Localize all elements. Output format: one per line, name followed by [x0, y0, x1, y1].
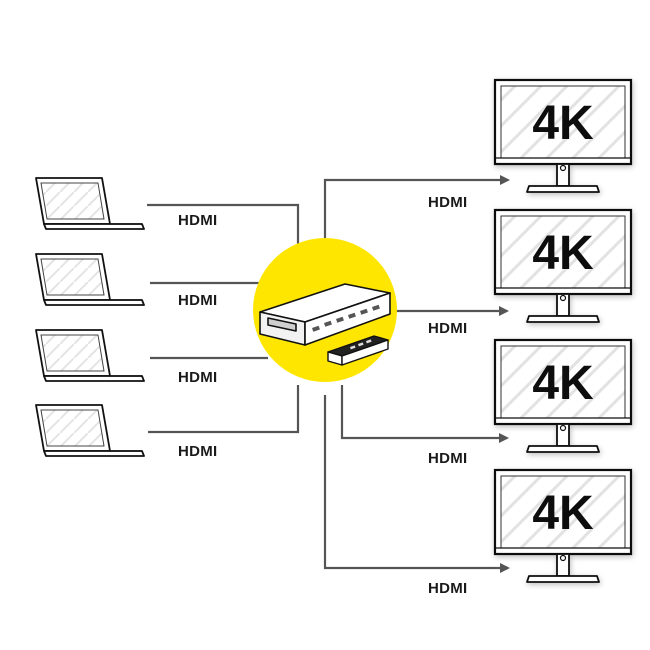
input-label-4: HDMI [178, 443, 218, 460]
output-lines [323, 175, 510, 573]
laptop-icon [35, 329, 145, 382]
monitor-screen-text: 4K [532, 357, 594, 410]
monitor-icon: 4K [493, 208, 633, 323]
monitor-icon: 4K [493, 338, 633, 453]
laptop-icon [35, 404, 145, 457]
monitor-icon: 4K [493, 78, 633, 193]
monitors: 4K 4K 4K 4K [493, 78, 633, 583]
output-line-4 [323, 395, 510, 573]
monitor-icon: 4K [493, 468, 633, 583]
input-label-1: HDMI [178, 212, 218, 229]
output-line-3 [340, 385, 509, 443]
output-label-4: HDMI [428, 580, 468, 597]
output-label-1: HDMI [428, 194, 468, 211]
output-line-1 [323, 175, 510, 245]
output-label-2: HDMI [428, 320, 468, 337]
input-label-3: HDMI [178, 369, 218, 386]
remote-control-icon [327, 335, 389, 366]
laptop-icon [35, 177, 145, 230]
output-label-3: HDMI [428, 450, 468, 467]
hdmi-matrix-switch-icon [259, 283, 391, 346]
monitor-screen-text: 4K [532, 227, 594, 280]
hub [253, 238, 397, 382]
laptop-icon [35, 253, 145, 306]
input-line-4 [148, 385, 300, 434]
monitor-screen-text: 4K [532, 487, 594, 540]
laptops [35, 177, 145, 457]
input-label-2: HDMI [178, 292, 218, 309]
monitor-screen-text: 4K [532, 97, 594, 150]
